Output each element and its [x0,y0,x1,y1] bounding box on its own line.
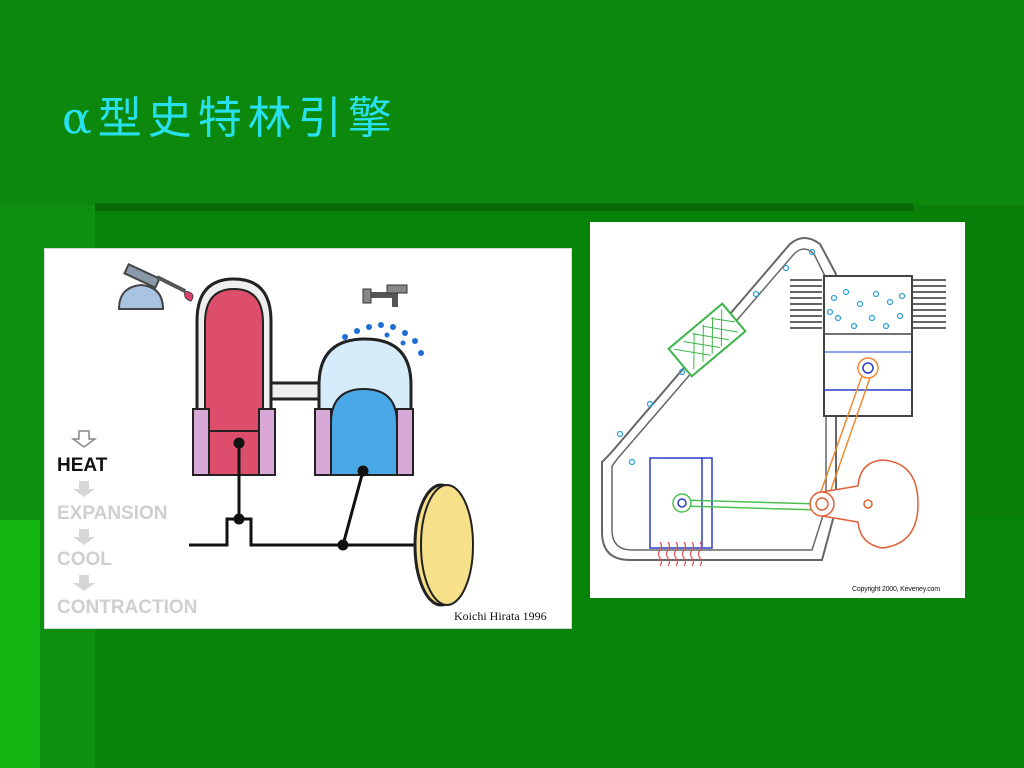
cold-cylinder [314,337,414,476]
regenerator-engine-drawing [601,237,946,567]
cold-cylinder-right [823,275,913,417]
burner-icon [117,262,194,310]
step-expansion: EXPANSION [57,503,168,524]
slide-title: α型史特林引擎 [62,93,398,144]
heat-waves-icon [657,541,703,567]
crank-wheel-icon [809,459,919,549]
flywheel-icon [413,483,474,607]
alpha-stirling-drawing [70,262,474,607]
connecting-rod [817,357,879,505]
hot-cylinder-right [649,457,713,549]
hot-cylinder [192,277,276,476]
step-contraction: CONTRACTION [57,597,198,618]
regenerator-engine-diagram: Copyright 2000, Keveney.com [590,222,965,598]
step-heat: HEAT [57,455,108,476]
regenerator-icon [667,302,747,378]
background-left-accent [0,520,40,768]
step-cool: COOL [57,549,112,570]
left-figure-credit: Koichi Hirata 1996 [454,609,547,623]
crank-linkage [189,437,437,551]
piston-rod [672,493,821,513]
engine-housing [601,237,837,561]
alpha-stirling-diagram: HEAT EXPANSION COOL CONTRACTION Koichi H… [44,248,572,629]
cooling-fins-icon [790,279,946,329]
cycle-arrows [70,430,98,591]
background-divider [95,203,913,211]
faucet-icon [362,284,408,307]
right-figure-credit: Copyright 2000, Keveney.com [852,586,940,593]
background-top-band [0,0,1024,205]
gas-bubbles [616,248,906,466]
